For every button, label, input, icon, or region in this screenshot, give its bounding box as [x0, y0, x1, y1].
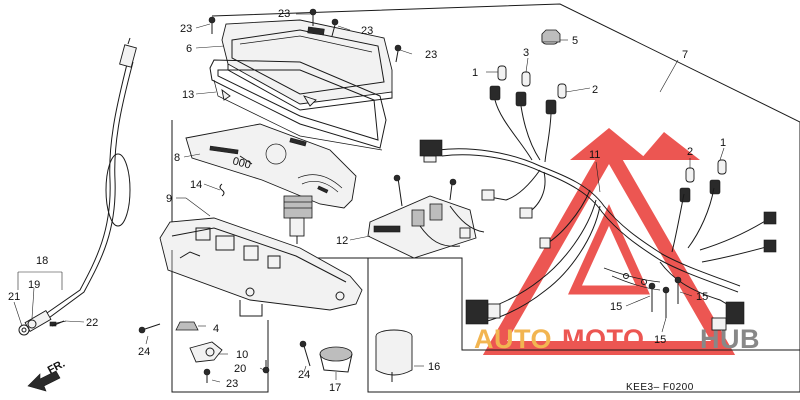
capacitor-16: [375, 329, 413, 382]
leader-lines: [13, 13, 725, 383]
callout-21: 21: [8, 291, 20, 303]
callout-1-a: 1: [472, 67, 478, 79]
screw-22: [51, 320, 65, 327]
meter-dial-face: 000: [185, 123, 357, 209]
bolt-24-left: [138, 323, 161, 334]
callout-7: 7: [682, 49, 688, 61]
bulb-socket-group: [489, 31, 727, 203]
case-screws: [203, 8, 402, 383]
meter-lens: [209, 59, 387, 151]
lower-parts-frame: [171, 258, 269, 393]
callout-23-a: 23: [180, 23, 192, 35]
harness-connectors: [419, 139, 777, 331]
callout-14: 14: [190, 179, 202, 191]
callout-8: 8: [174, 152, 180, 164]
callout-4: 4: [213, 323, 219, 335]
callout-23-d: 23: [425, 49, 437, 61]
callout-6: 6: [186, 43, 192, 55]
watermark-triangle-icon: [482, 128, 736, 355]
rubber-band-17: [319, 346, 353, 373]
watermark-text-auto: AUTO: [474, 324, 552, 354]
callout-17: 17: [329, 382, 341, 394]
indicator-panel: [367, 174, 485, 259]
callout-labels: 1 1 2 2 3 4 5 6 7 8 9 10 11 12 13 14 15 …: [8, 8, 726, 394]
callout-9: 9: [166, 193, 172, 205]
callout-5: 5: [572, 35, 578, 47]
diagram-code: KEE3– F0200: [626, 382, 694, 393]
callout-1-b: 1: [720, 137, 726, 149]
callout-13: 13: [182, 89, 194, 101]
callout-2-a: 2: [592, 84, 598, 96]
watermark-text-hub: HUB: [700, 324, 760, 354]
callout-24-a: 24: [138, 346, 150, 358]
watermark-logo: AUTO MOTO HUB: [474, 128, 760, 355]
harness-screws: [648, 276, 682, 318]
callout-16: 16: [428, 361, 440, 373]
callout-10: 10: [236, 349, 248, 361]
grommet-5: [541, 29, 561, 43]
front-arrow-label: FR.: [46, 358, 67, 377]
callout-20: 20: [234, 363, 246, 375]
front-direction-arrow: FR.: [27, 358, 67, 392]
callout-12: 12: [336, 235, 348, 247]
callout-24-b: 24: [298, 369, 310, 381]
callout-18: 18: [36, 255, 48, 267]
dial-spring: [219, 183, 225, 197]
meter-case-bottom: [159, 217, 363, 317]
grommet-4: [175, 321, 199, 331]
watermark-text-moto: MOTO: [562, 324, 645, 354]
callout-3: 3: [523, 47, 529, 59]
svg-text:000: 000: [231, 155, 252, 171]
callout-15-a: 15: [610, 301, 622, 313]
speedometer-cable: [24, 37, 137, 332]
callout-19: 19: [28, 279, 40, 291]
bolt-24-right: [299, 340, 311, 367]
callout-23-e: 23: [226, 378, 238, 390]
meter-movement: [283, 195, 313, 244]
callout-23-b: 23: [278, 8, 290, 20]
callout-22: 22: [86, 317, 98, 329]
callout-11: 11: [589, 149, 600, 161]
screw-20: [262, 360, 270, 374]
callout-23-c: 23: [361, 25, 373, 37]
callout-15-b: 15: [696, 291, 708, 303]
cable-clamp-10: [189, 341, 223, 363]
callout-2-b: 2: [687, 146, 693, 158]
callout-15-c: 15: [654, 334, 666, 346]
